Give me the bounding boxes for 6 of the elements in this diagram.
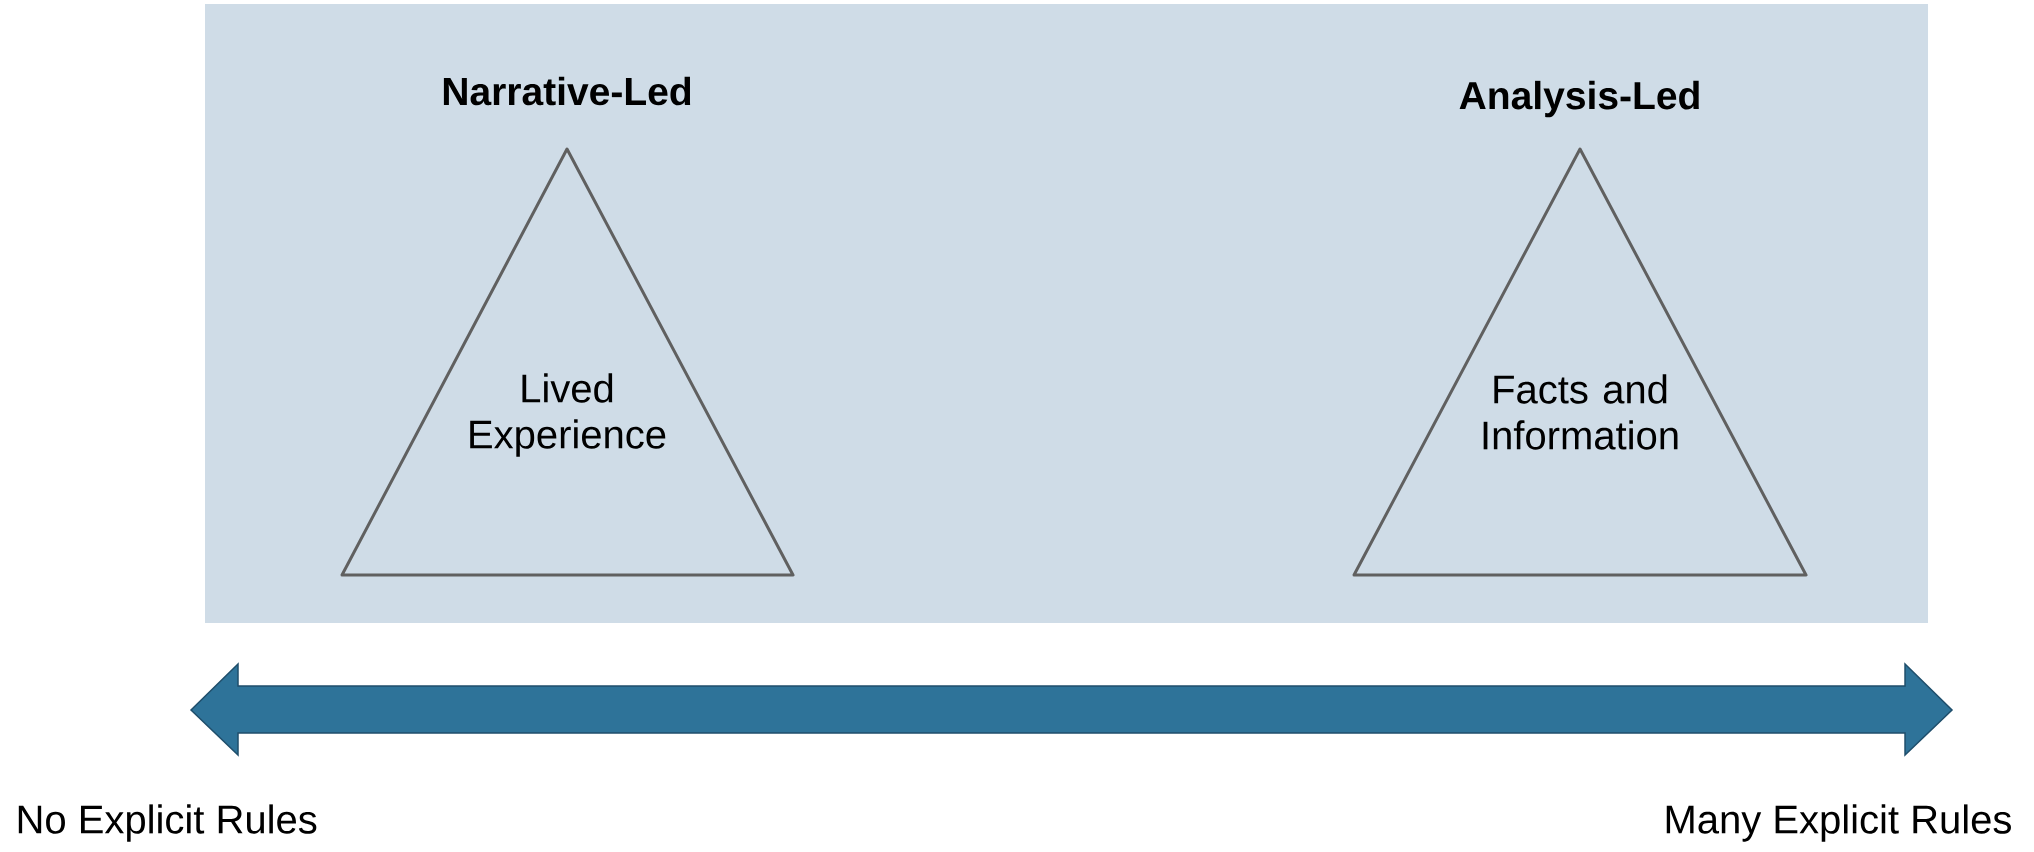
triangle: Facts and Information bbox=[1352, 147, 1808, 577]
triangle: Lived Experience bbox=[340, 147, 795, 577]
scale-label: Many Explicit Rules bbox=[1666, 804, 2011, 842]
heading: Narrative-Led bbox=[443, 76, 691, 106]
scale-label: No Explicit Rules bbox=[18, 804, 317, 842]
heading: Analysis-Led bbox=[1459, 80, 1699, 118]
